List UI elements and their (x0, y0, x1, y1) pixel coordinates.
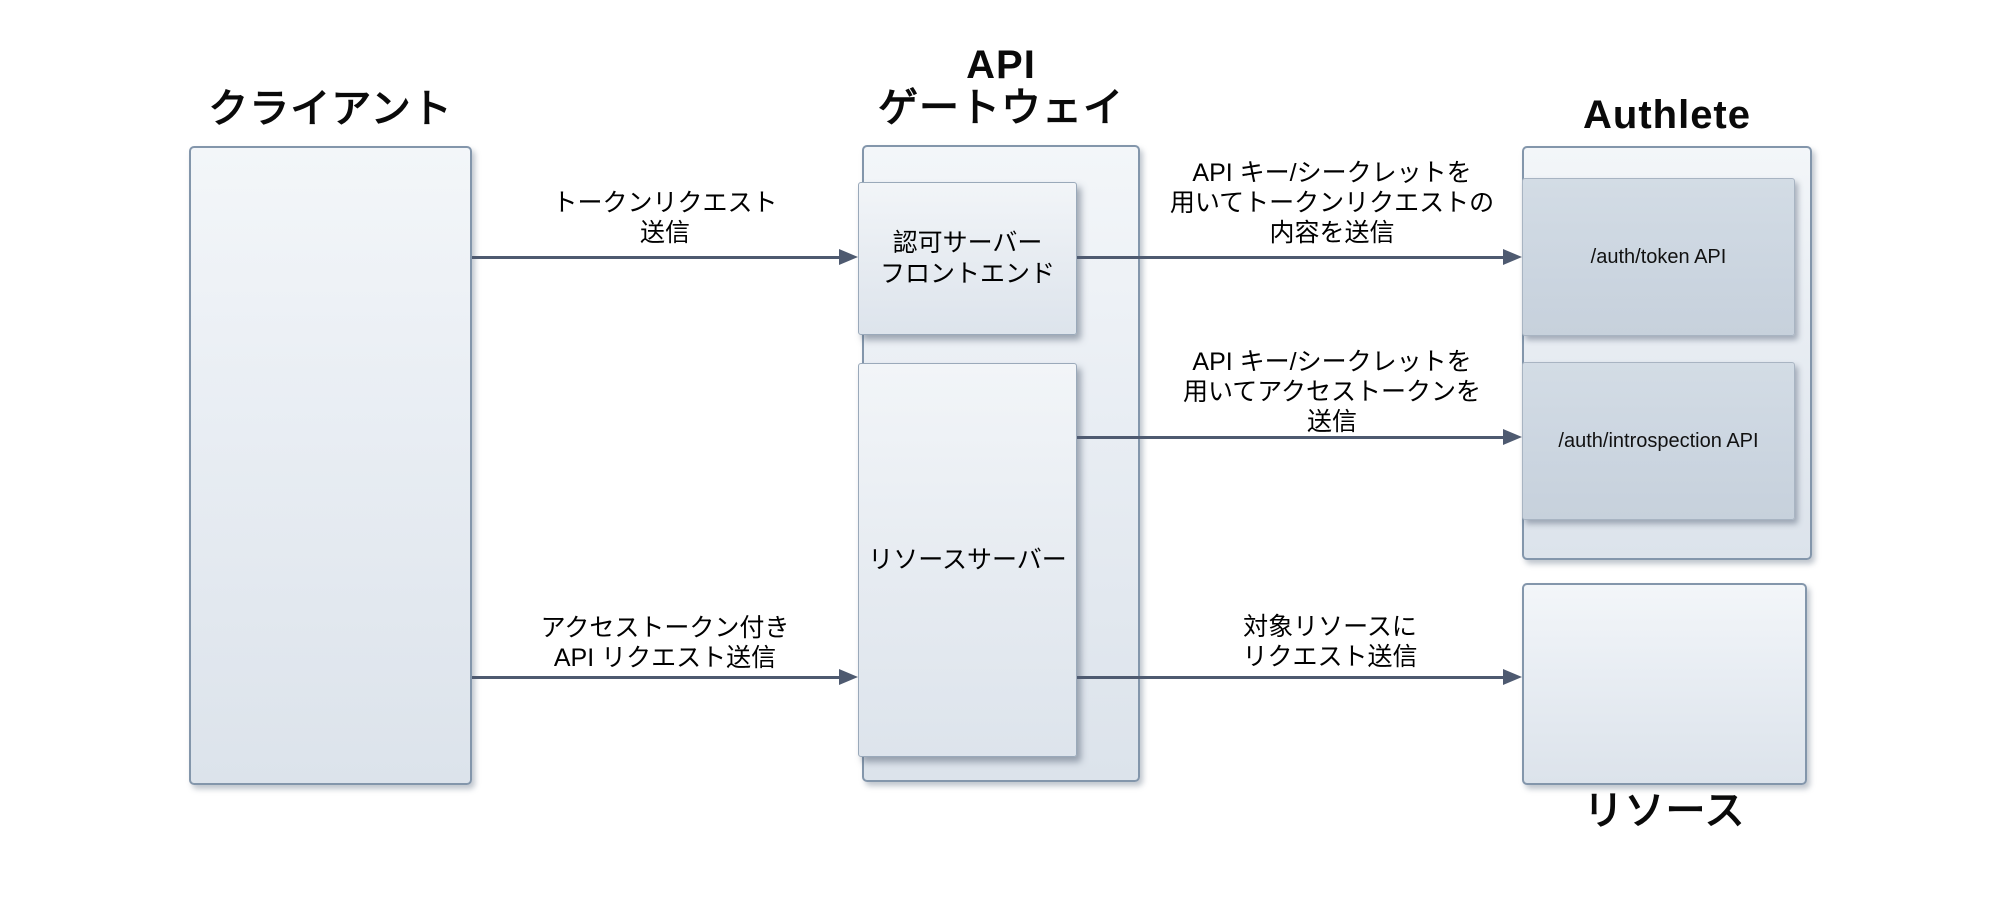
arrow-line (1077, 436, 1508, 439)
arrow-label-access-token: API キー/シークレットを 用いてアクセストークンを 送信 (1162, 347, 1502, 437)
arrow-label-line: 用いてアクセストークンを (1182, 378, 1481, 406)
arrow-access-token (1077, 429, 1522, 445)
arrowhead-right-icon (1503, 429, 1522, 445)
auth-introspection-api-box: /auth/introspection API (1522, 362, 1795, 520)
arrow-line (472, 676, 844, 679)
arrow-label-line: API リクエスト送信 (553, 644, 777, 672)
resource-server-label: リソースサーバー (868, 545, 1067, 574)
arrow-label-token-request: トークンリクエスト 送信 (515, 188, 815, 248)
arrowhead-right-icon (1503, 669, 1522, 685)
arrowhead-right-icon (839, 249, 858, 265)
arrowhead-right-icon (839, 669, 858, 685)
arrow-label-line: アクセストークン付き (540, 614, 790, 642)
auth-server-frontend-label: 認可サーバー フロントエンド (880, 228, 1055, 290)
arrow-token-request-content (1077, 249, 1522, 265)
arrowhead-right-icon (1503, 249, 1522, 265)
arrow-label-line: API キー/シークレットを (1192, 159, 1472, 187)
authlete-title: Authlete (1583, 93, 1751, 137)
auth-server-frontend-label-line2: フロントエンド (879, 259, 1055, 288)
arrow-api-request (472, 669, 858, 685)
arrow-label-line: 送信 (1306, 408, 1357, 436)
arrow-label-line: 用いてトークンリクエストの (1169, 189, 1495, 217)
resource-box (1522, 583, 1807, 785)
gateway-title: API ゲートウェイ (862, 44, 1140, 130)
auth-server-frontend-label-line1: 認可サーバー (892, 228, 1043, 257)
arrow-line (472, 256, 844, 259)
auth-introspection-api-label: /auth/introspection API (1558, 429, 1759, 452)
arrow-label-resource-request: 対象リソースに リクエスト送信 (1180, 612, 1480, 672)
arrow-label-line: トークンリクエスト (552, 189, 778, 217)
arrow-line (1077, 256, 1508, 259)
auth-token-api-box: /auth/token API (1522, 178, 1795, 336)
arrow-label-line: 送信 (639, 219, 690, 247)
arrow-label-token-request-content: API キー/シークレットを 用いてトークンリクエストの 内容を送信 (1162, 158, 1502, 248)
arrow-label-line: API キー/シークレットを (1192, 348, 1472, 376)
arrow-label-line: 対象リソースに (1243, 613, 1417, 641)
arrow-token-request (472, 249, 858, 265)
arrow-label-line: 内容を送信 (1269, 219, 1395, 247)
auth-server-frontend-box: 認可サーバー フロントエンド (858, 182, 1077, 335)
arrow-label-line: リクエスト送信 (1242, 643, 1418, 671)
resource-server-box: リソースサーバー (858, 363, 1077, 757)
arrow-line (1077, 676, 1508, 679)
arrow-label-api-request: アクセストークン付き API リクエスト送信 (515, 613, 815, 673)
client-box (189, 146, 472, 785)
arrow-resource-request (1077, 669, 1522, 685)
resource-title: リソース (1583, 789, 1746, 833)
gateway-title-line1: API (966, 43, 1036, 87)
gateway-title-line2: ゲートウェイ (878, 86, 1124, 130)
client-title: クライアント (208, 87, 453, 131)
auth-token-api-label: /auth/token API (1590, 245, 1727, 268)
